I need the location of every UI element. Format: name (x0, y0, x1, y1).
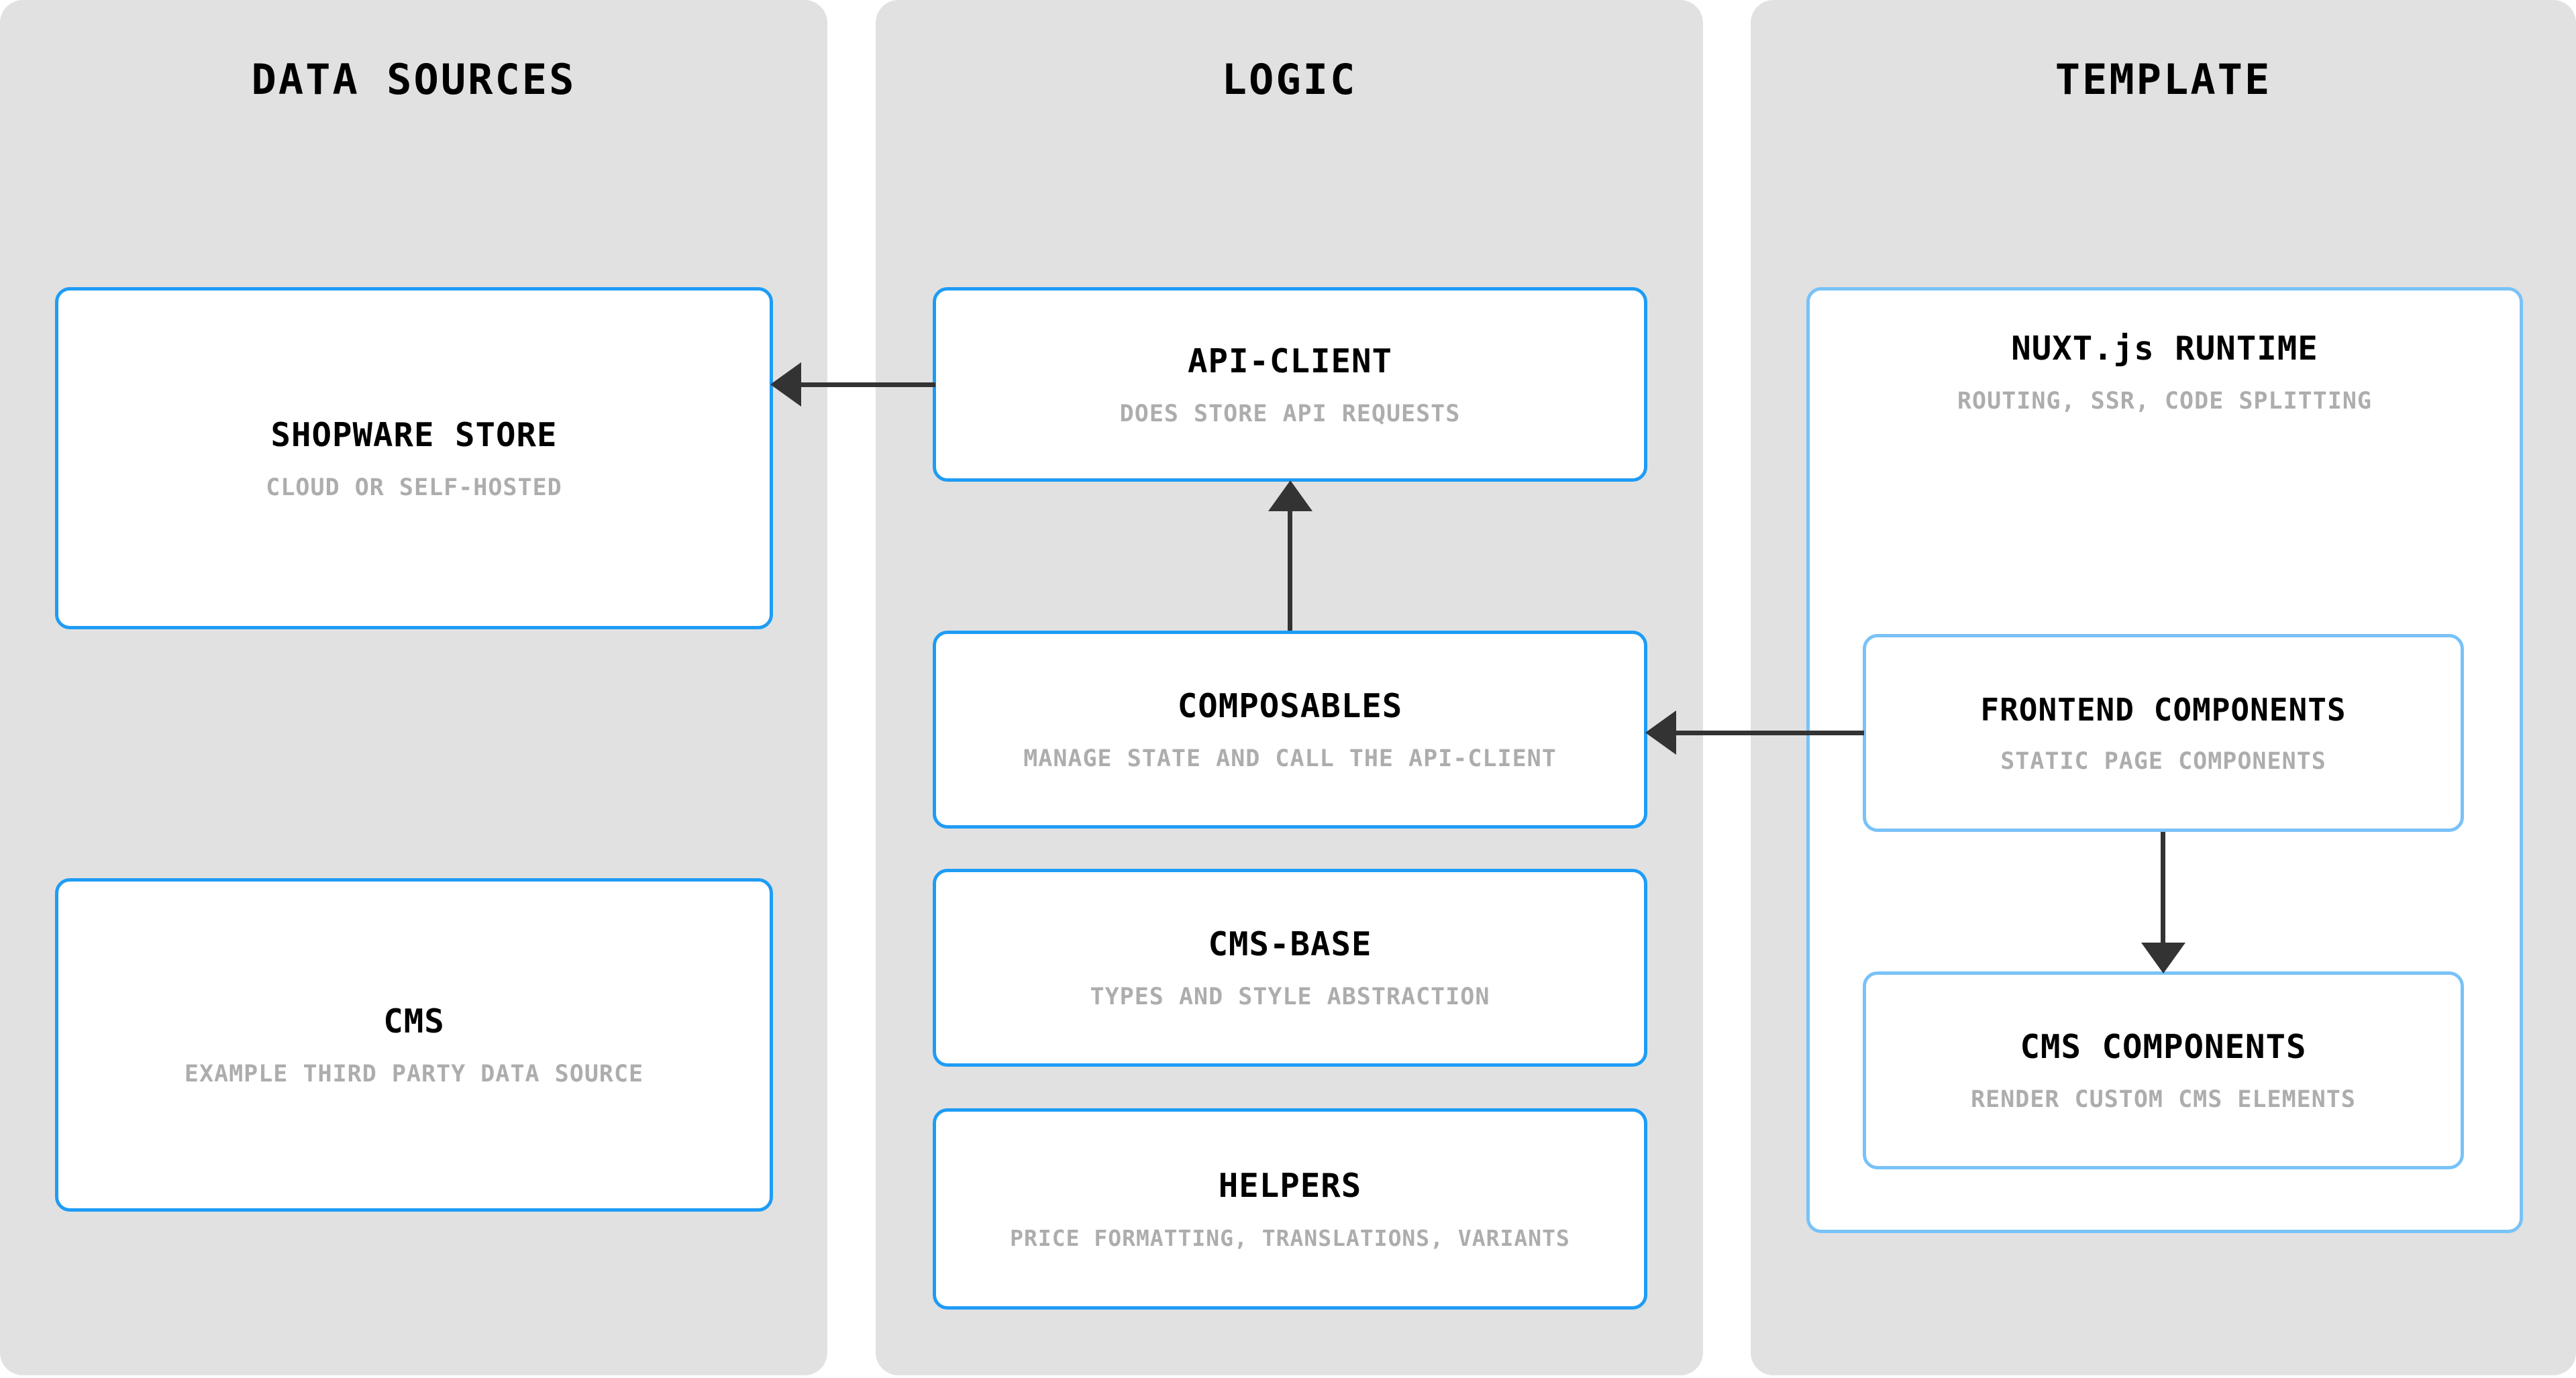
card-composables[interactable]: COMPOSABLES MANAGE STATE AND CALL THE AP… (933, 631, 1647, 829)
card-api-client[interactable]: API-CLIENT DOES STORE API REQUESTS (933, 287, 1647, 482)
card-title-shopware-store: SHOPWARE STORE (270, 415, 558, 454)
connector-line-vertical (1288, 510, 1292, 631)
arrow-head-left-icon (770, 362, 801, 407)
card-subtitle-helpers: PRICE FORMATTING, TRANSLATIONS, VARIANTS (1010, 1225, 1570, 1251)
card-title-frontend-components: FRONTEND COMPONENTS (1980, 691, 2347, 728)
panel-title-data-sources: DATA SOURCES (251, 55, 576, 104)
card-title-cms: CMS (383, 1002, 445, 1041)
arrow-head-up-icon (1268, 480, 1312, 511)
card-helpers[interactable]: HELPERS PRICE FORMATTING, TRANSLATIONS, … (933, 1108, 1647, 1310)
card-title-api-client: API-CLIENT (1187, 341, 1392, 380)
connector-line-vertical (2161, 832, 2165, 946)
card-cms[interactable]: CMS EXAMPLE THIRD PARTY DATA SOURCE (55, 878, 773, 1212)
panel-title-logic: LOGIC (1221, 55, 1357, 104)
panel-title-template: TEMPLATE (2055, 55, 2272, 104)
card-subtitle-shopware-store: CLOUD OR SELF-HOSTED (266, 474, 562, 501)
card-subtitle-cms-components: RENDER CUSTOM CMS ELEMENTS (1971, 1086, 2356, 1113)
card-title-nuxt-runtime: NUXT.js RUNTIME (2011, 329, 2318, 368)
card-subtitle-nuxt-runtime: ROUTING, SSR, CODE SPLITTING (1957, 388, 2372, 415)
card-subtitle-composables: MANAGE STATE AND CALL THE API-CLIENT (1023, 745, 1557, 772)
card-cms-components[interactable]: CMS COMPONENTS RENDER CUSTOM CMS ELEMENT… (1863, 971, 2464, 1169)
card-subtitle-api-client: DOES STORE API REQUESTS (1119, 400, 1461, 427)
card-cms-base[interactable]: CMS-BASE TYPES AND STYLE ABSTRACTION (933, 869, 1647, 1067)
arrow-head-down-icon (2141, 943, 2185, 973)
connector-line-horizontal (1676, 731, 1864, 735)
card-shopware-store[interactable]: SHOPWARE STORE CLOUD OR SELF-HOSTED (55, 287, 773, 629)
card-title-cms-components: CMS COMPONENTS (2020, 1028, 2307, 1066)
card-title-helpers: HELPERS (1218, 1167, 1362, 1205)
card-frontend-components[interactable]: FRONTEND COMPONENTS STATIC PAGE COMPONEN… (1863, 634, 2464, 832)
card-subtitle-cms: EXAMPLE THIRD PARTY DATA SOURCE (184, 1061, 644, 1088)
arrow-head-left-icon (1645, 710, 1676, 755)
card-subtitle-cms-base: TYPES AND STYLE ABSTRACTION (1090, 984, 1490, 1010)
card-subtitle-frontend-components: STATIC PAGE COMPONENTS (2000, 747, 2326, 775)
card-title-composables: COMPOSABLES (1177, 687, 1403, 725)
card-title-cms-base: CMS-BASE (1208, 925, 1372, 963)
connector-line-horizontal (798, 382, 935, 387)
